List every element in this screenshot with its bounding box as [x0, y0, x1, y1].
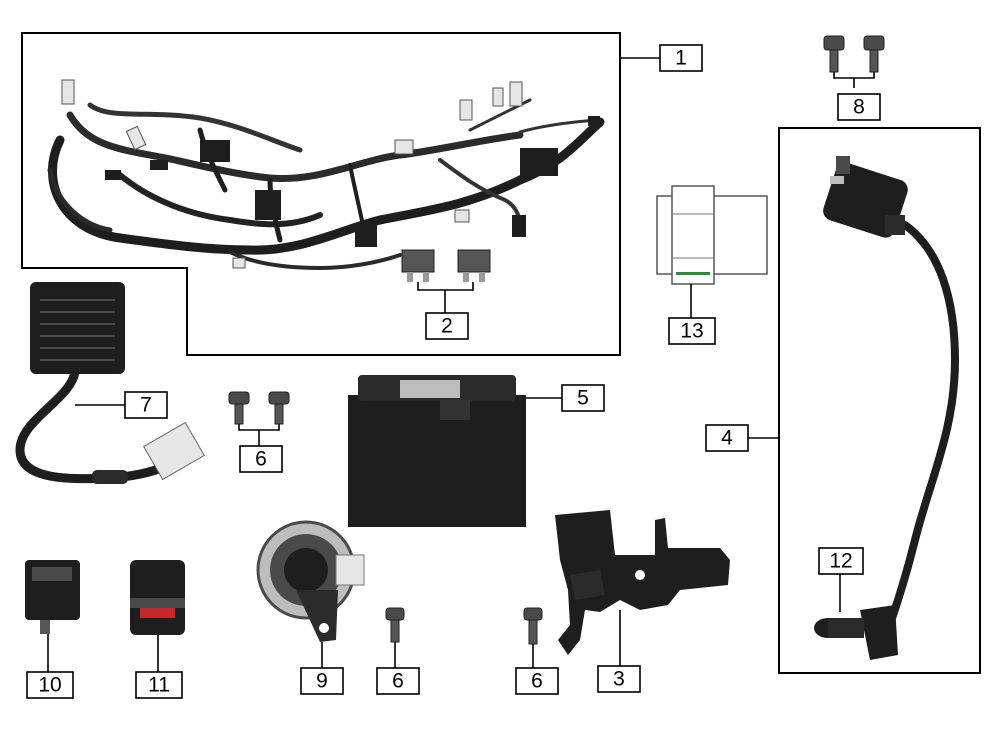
callout-2-label: 2: [441, 315, 453, 338]
harness-group-frame: [21, 32, 621, 356]
callout-10: 10: [26, 671, 74, 699]
callout-7-label: 7: [140, 394, 152, 417]
horn: [256, 520, 365, 642]
callout-3: 3: [597, 665, 641, 693]
battery: [348, 375, 526, 527]
bolt-single-6: [385, 607, 405, 643]
callout-4-label: 4: [721, 427, 733, 450]
callout-5-label: 5: [577, 387, 589, 410]
bolt-pair-6: [228, 391, 290, 425]
relay: [25, 560, 80, 634]
cdi-module: [656, 185, 768, 285]
ignition-coil: [823, 156, 960, 634]
callout-1: 1: [659, 44, 703, 72]
callout-6-bracket-bolt: 6: [515, 667, 559, 695]
callout-8-label: 8: [853, 96, 865, 119]
callout-8: 8: [837, 93, 881, 121]
leader-lines: [47, 57, 875, 672]
callout-9: 9: [300, 667, 344, 695]
callout-11-label: 11: [148, 674, 170, 697]
callout-12-label: 12: [829, 550, 852, 573]
battery-bracket: [555, 510, 730, 655]
callout-2: 2: [425, 312, 469, 340]
callout-13: 13: [668, 317, 716, 345]
callout-5: 5: [561, 384, 605, 412]
callout-6c-label: 6: [531, 670, 543, 693]
fuse-pair: [401, 249, 491, 282]
bolt-single-6b: [523, 607, 543, 645]
callout-6b-label: 6: [392, 670, 404, 693]
callout-4: 4: [705, 424, 749, 452]
harness-connectors: [61, 79, 600, 269]
regulator-rectifier: [15, 282, 205, 484]
wire-harness: [47, 98, 605, 271]
callout-1-label: 1: [675, 47, 687, 70]
bolt-pair-8: [823, 35, 885, 73]
starter-relay: [130, 560, 185, 635]
spark-plug-cap: [814, 605, 898, 660]
callout-9-label: 9: [316, 670, 328, 693]
callout-6-horn-bolt: 6: [376, 667, 420, 695]
callout-11: 11: [135, 671, 183, 699]
callout-7: 7: [124, 391, 168, 419]
callout-12: 12: [818, 547, 864, 575]
callout-6a-label: 6: [255, 448, 267, 471]
ignition-group-frame: [778, 127, 981, 674]
callout-3-label: 3: [613, 668, 625, 691]
callout-10-label: 10: [38, 674, 61, 697]
callout-13-label: 13: [680, 320, 703, 343]
callout-6-regulator-bolts: 6: [239, 445, 283, 473]
